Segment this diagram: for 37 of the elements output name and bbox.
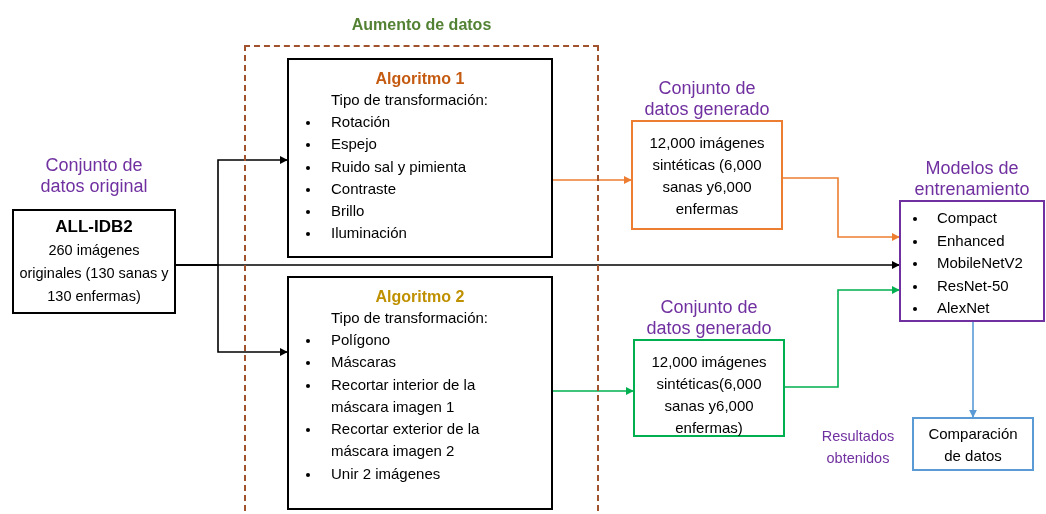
box-subtitle: Tipo de transformación: (330, 90, 490, 110)
dataset-description: 260 imágenes originales (130 sanas y 130 enfermas) (18, 241, 170, 306)
list-item: Polígono (331, 331, 391, 348)
group-heading: Conjunto de datos generado (645, 297, 773, 339)
box-text: Comparación de datos (927, 424, 1019, 466)
list-item: Rotación (331, 113, 391, 130)
list-item: Máscaras (331, 353, 397, 371)
arrow (175, 261, 900, 269)
list-item: Enhanced (937, 231, 1005, 249)
list-item: Espejo (331, 135, 377, 153)
list-item: ResNet-50 (937, 276, 1009, 294)
list-item: Unir 2 imágenes (331, 464, 441, 482)
group-heading: Conjunto de datos original (39, 155, 149, 197)
arrow (782, 177, 900, 241)
list-item: AlexNet (937, 299, 990, 316)
dataset-name: ALL-IDB2 (54, 216, 134, 238)
box-title: Algoritmo 1 (374, 69, 466, 89)
dataset-description: 12,000 imágenes sintéticas(6,000 sanas y6,000 enfermas) (650, 352, 768, 438)
list-item: Ruido sal y pimienta (331, 157, 467, 175)
list-item: Compact (937, 209, 998, 226)
arrow (552, 176, 632, 184)
arrow (969, 321, 977, 418)
group-heading: Conjunto de datos generado (643, 78, 771, 120)
list-item: Brillo (331, 202, 365, 220)
dataset-description: 12,000 imágenes sintéticas (6,000 sanas y6,000 enfermas (648, 133, 766, 219)
list-item: Iluminación (331, 224, 407, 242)
side-caption: Resultados obtenidos (820, 427, 896, 468)
list-item: Contraste (331, 179, 397, 197)
arrow (552, 387, 634, 395)
group-title: Aumento de datos (350, 15, 493, 35)
list-item: MobileNetV2 (937, 254, 1023, 271)
group-heading: Modelos de entrenamiento (913, 158, 1031, 200)
box-title: Algoritmo 2 (374, 287, 466, 307)
list-item: Recortar exterior de la máscara imagen 2 (331, 420, 480, 460)
list-item: Recortar interior de la máscara imagen 1 (331, 375, 476, 415)
arrow (784, 286, 900, 388)
box-subtitle: Tipo de transformación: (330, 308, 490, 328)
